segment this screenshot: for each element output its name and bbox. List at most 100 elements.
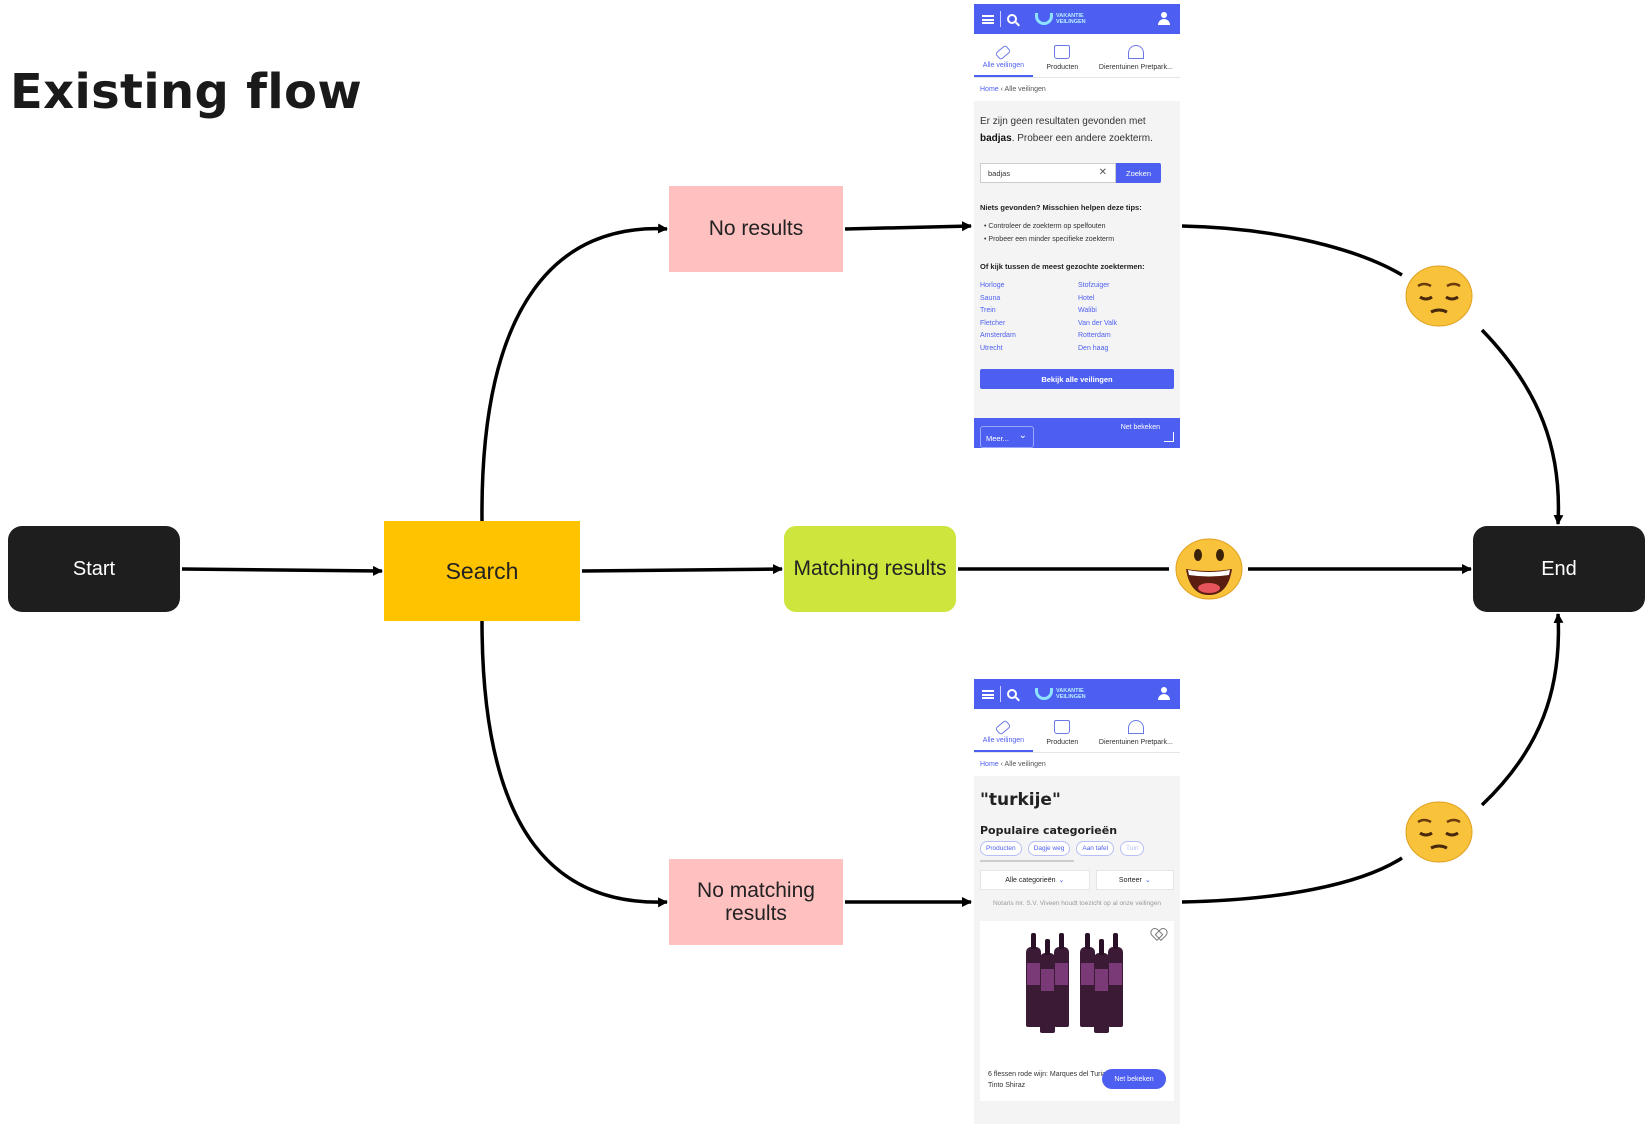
pensive-face-icon (1405, 801, 1473, 863)
popular-term-link[interactable]: Amsterdam (980, 332, 1016, 339)
logo-text: VAKANTIE VEILINGEN (1056, 688, 1086, 700)
popular-term-link[interactable]: Stofzuiger (1078, 282, 1110, 289)
user-icon[interactable] (1158, 687, 1170, 701)
edge-emoji-bot-end (1480, 613, 1564, 807)
categories-heading: Populaire categorieën (980, 824, 1118, 837)
tip-item: Controleer de zoekterm op spelfouten (984, 220, 1174, 233)
sort-filter[interactable]: Sorteer⌄ (1095, 870, 1174, 890)
popular-term-link[interactable]: Sauna (980, 294, 1001, 302)
popular-term-link[interactable]: Fletcher (980, 319, 1006, 327)
view-all-auctions-button[interactable]: Bekijk alle veilingen (980, 369, 1174, 389)
edge-screen-bot-emoji (1181, 856, 1403, 904)
tab-zoos-parks[interactable]: Dierentuinen Pretpark... (1092, 709, 1180, 752)
more-dropdown[interactable]: Meer... (980, 426, 1034, 448)
message-prefix: Er zijn geen resultaten gevonden met (980, 116, 1146, 127)
no-results-screenshot: VAKANTIE VEILINGEN Alle veilingen Produc… (974, 4, 1180, 448)
start-node: Start (8, 526, 180, 612)
popular-term-link[interactable]: Utrecht (980, 344, 1003, 352)
search-button[interactable]: Zoeken (1116, 163, 1161, 183)
gavel-icon (995, 719, 1012, 736)
edge-screen-top-emoji (1181, 224, 1403, 277)
breadcrumb: Home ‹ Alle veilingen (974, 78, 1180, 101)
category-tabs: Alle veilingen Producten Dierentuinen Pr… (974, 34, 1180, 78)
search-value: badjas (988, 169, 1011, 178)
breadcrumb-separator: ‹ (1000, 86, 1003, 93)
recently-viewed-button[interactable]: Net bekeken (1102, 1069, 1166, 1089)
pills-scrollbar[interactable] (980, 860, 1074, 862)
recently-viewed-label[interactable]: Net bekeken (1120, 424, 1160, 431)
product-card[interactable]: 6 flessen rode wijn: Marques del Turia T… (980, 921, 1174, 1101)
tip-item: Probeer een minder specifieke zoekterm (984, 233, 1174, 246)
page-title: Existing flow (10, 64, 362, 120)
clear-icon[interactable]: ✕ (1098, 167, 1107, 178)
edge-search-nomatching (480, 620, 668, 908)
tab-label: Alle veilingen (982, 737, 1025, 744)
category-filter[interactable]: Alle categorieën⌄ (980, 870, 1090, 890)
popular-term-link[interactable]: Horloge (980, 282, 1005, 289)
breadcrumb: Home ‹ Alle veilingen (974, 753, 1180, 776)
product-name: 6 flessen rode wijn: Marques del Turia T… (988, 1071, 1106, 1089)
tab-zoos-parks[interactable]: Dierentuinen Pretpark... (1092, 34, 1180, 77)
search-term: badjas (980, 133, 1012, 144)
tab-label: Dierentuinen Pretpark... (1098, 739, 1173, 746)
category-pill[interactable]: Aan tafel (1076, 841, 1115, 856)
app-header: VAKANTIE VEILINGEN (974, 679, 1180, 709)
query-title: "turkije" (980, 790, 1061, 810)
no-results-node: No results (669, 186, 843, 272)
matching-results-node: Matching results (784, 526, 956, 612)
edge-search-noresults (480, 223, 668, 522)
breadcrumb-home[interactable]: Home (980, 86, 999, 93)
breadcrumb-current: Alle veilingen (1004, 86, 1046, 93)
search-icon[interactable] (1007, 14, 1017, 24)
header-divider (1000, 11, 1001, 27)
expand-icon[interactable] (1164, 432, 1174, 442)
tab-all-auctions[interactable]: Alle veilingen (974, 709, 1033, 752)
header-divider (1000, 686, 1001, 702)
category-tabs: Alle veilingen Producten Dierentuinen Pr… (974, 709, 1180, 753)
tab-label: Producten (1046, 739, 1079, 746)
search-input[interactable]: badjas ✕ (980, 163, 1116, 183)
popular-term-link[interactable]: Hotel (1078, 294, 1095, 302)
notary-note: Notaris mr. S.V. Viveen houdt toezicht o… (992, 900, 1162, 907)
category-pill[interactable]: Dagje weg (1027, 841, 1071, 856)
tips-heading: Niets gevonden? Misschien helpen deze ti… (980, 203, 1142, 212)
heart-icon[interactable] (1152, 929, 1164, 940)
tab-products[interactable]: Producten (1033, 709, 1092, 752)
wine-bottles-image (1026, 927, 1130, 1039)
menu-icon[interactable] (982, 689, 994, 699)
popular-term-link[interactable]: Trein (980, 307, 996, 314)
logo[interactable]: VAKANTIE VEILINGEN (1035, 13, 1090, 25)
edge-noresults-screen (844, 221, 972, 232)
chevron-down-icon: ⌄ (1144, 877, 1151, 884)
popular-term-link[interactable]: Den haag (1078, 344, 1109, 352)
popular-term-link[interactable]: Walibi (1078, 307, 1097, 314)
popular-term-link[interactable]: Rotterdam (1078, 332, 1111, 339)
logo[interactable]: VAKANTIE VEILINGEN (1035, 688, 1090, 700)
breadcrumb-home[interactable]: Home (980, 761, 999, 768)
park-icon (1127, 720, 1144, 734)
tab-all-auctions[interactable]: Alle veilingen (974, 34, 1033, 77)
no-matching-results-screenshot: VAKANTIE VEILINGEN Alle veilingen Produc… (974, 679, 1180, 1124)
app-header: VAKANTIE VEILINGEN (974, 4, 1180, 34)
gavel-icon (995, 44, 1012, 61)
popular-heading: Of kijk tussen de meest gezochte zoekter… (980, 262, 1145, 271)
box-icon (1054, 720, 1071, 734)
no-matching-results-label: No matching results (697, 878, 815, 925)
logo-mark-icon (1035, 688, 1053, 700)
search-bar: badjas ✕ Zoeken (980, 163, 1174, 183)
popular-term-link[interactable]: Van der Valk (1078, 319, 1118, 327)
logo-text: VAKANTIE VEILINGEN (1056, 13, 1086, 25)
edge-emoji-top-end (1480, 328, 1564, 525)
tab-products[interactable]: Producten (1033, 34, 1092, 77)
category-pill[interactable]: Tuin (1120, 841, 1145, 856)
search-icon[interactable] (1007, 689, 1017, 699)
filter-bar: Alle categorieën⌄ Sorteer⌄ (980, 870, 1174, 890)
logo-mark-icon (1035, 13, 1053, 25)
menu-icon[interactable] (982, 14, 994, 24)
breadcrumb-current: Alle veilingen (1004, 761, 1046, 768)
edge-start-search (181, 565, 383, 576)
category-pill[interactable]: Producten (980, 841, 1022, 856)
grinning-face-icon (1175, 538, 1243, 600)
user-icon[interactable] (1158, 12, 1170, 26)
